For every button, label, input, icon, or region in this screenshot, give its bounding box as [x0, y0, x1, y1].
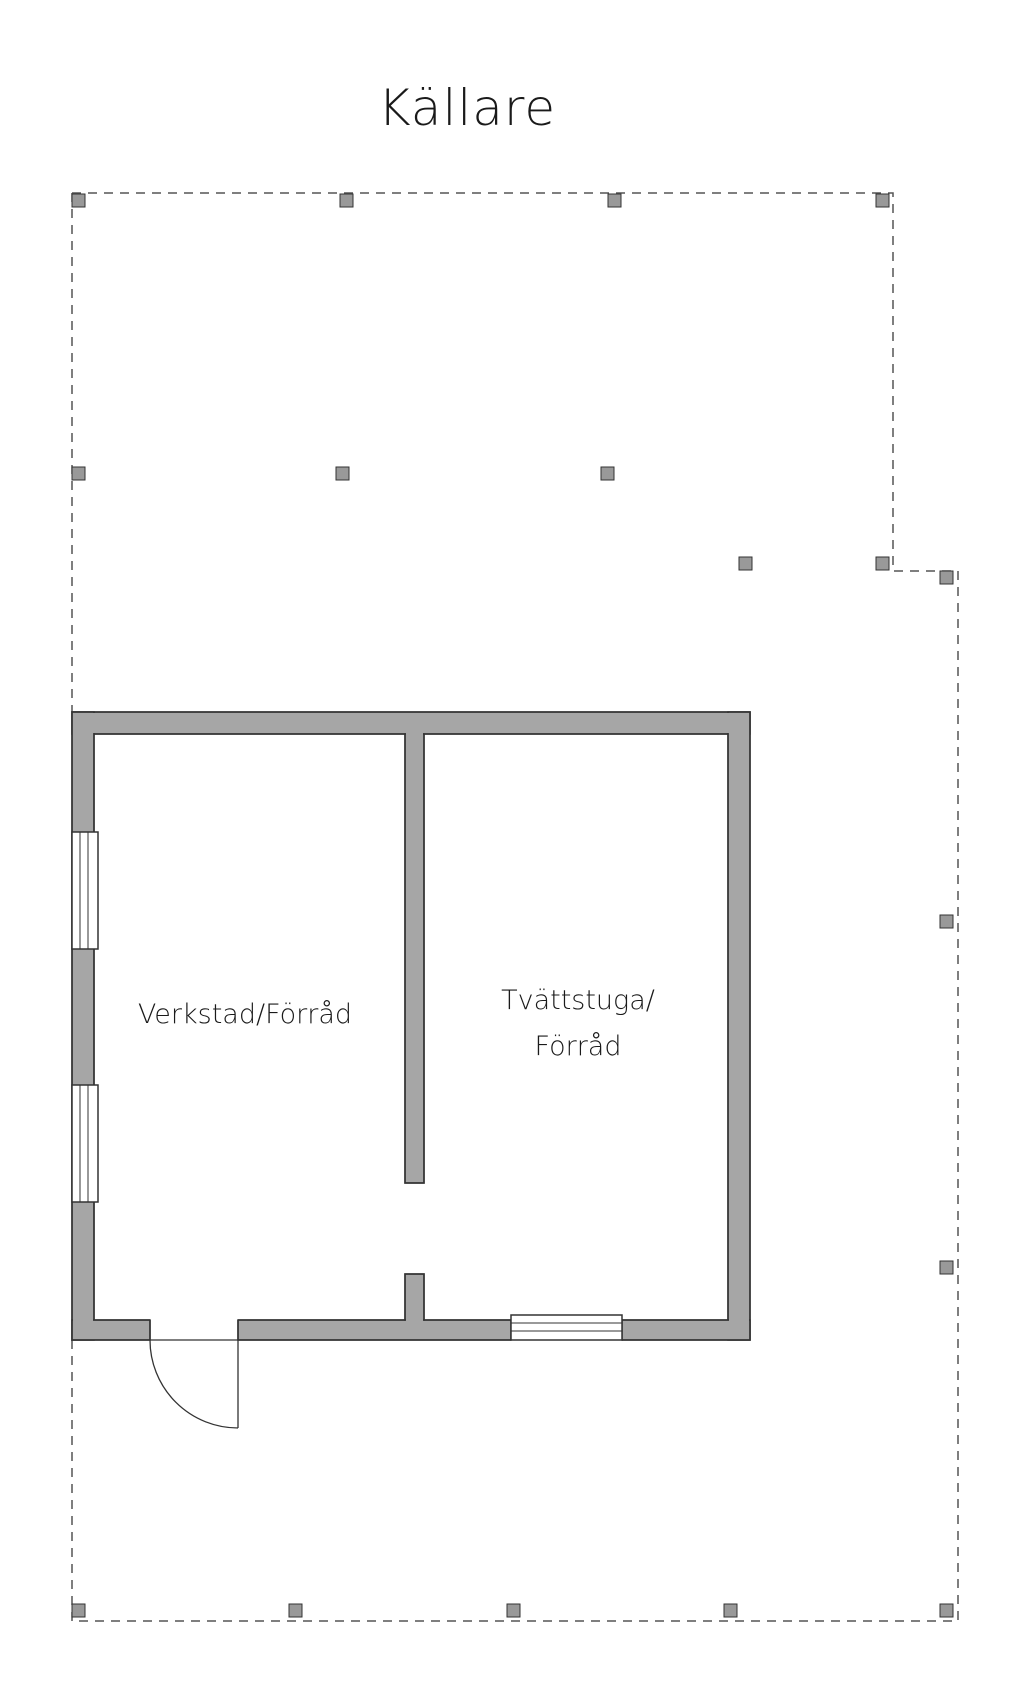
- outer-wall-outline: [71, 711, 751, 1341]
- wall-join: [73, 713, 749, 733]
- post: [71, 193, 86, 208]
- window-left-lower: [71, 1084, 99, 1203]
- window-bottom: [510, 1314, 623, 1341]
- room-label-laundry-line2: Förråd: [535, 1031, 622, 1062]
- post: [71, 1603, 86, 1618]
- post: [339, 193, 354, 208]
- window-left-upper: [71, 831, 99, 950]
- post: [939, 1603, 954, 1618]
- door-swing: [149, 1339, 239, 1429]
- room-outlines: [93, 733, 729, 1321]
- workshop-outline: [93, 733, 729, 1321]
- room-label-laundry-line1: Tvättstuga/: [501, 985, 655, 1016]
- post: [939, 570, 954, 585]
- wall-join: [73, 713, 93, 1339]
- wall-join: [406, 733, 423, 1182]
- post: [875, 556, 890, 571]
- wall-join: [729, 713, 749, 1339]
- wall-join: [623, 1321, 749, 1339]
- post: [335, 466, 350, 481]
- wall-join: [73, 1321, 149, 1339]
- post: [738, 556, 753, 571]
- post: [939, 914, 954, 929]
- wall-outer-outline: [71, 711, 751, 1341]
- floor-title: Källare: [378, 79, 556, 137]
- posts: [71, 193, 954, 1618]
- post: [875, 193, 890, 208]
- outer-dashed-boundary: [71, 192, 959, 1622]
- wall-join: [406, 1275, 423, 1321]
- post: [723, 1603, 738, 1618]
- room-label-workshop: Verkstad/Förråd: [138, 999, 352, 1030]
- partition-lower-outline: [404, 1273, 425, 1320]
- post: [288, 1603, 303, 1618]
- post: [939, 1260, 954, 1275]
- post: [71, 466, 86, 481]
- door-arc: [149, 1339, 239, 1429]
- post: [607, 193, 622, 208]
- post: [506, 1603, 521, 1618]
- wall-join: [239, 1321, 510, 1339]
- post: [600, 466, 615, 481]
